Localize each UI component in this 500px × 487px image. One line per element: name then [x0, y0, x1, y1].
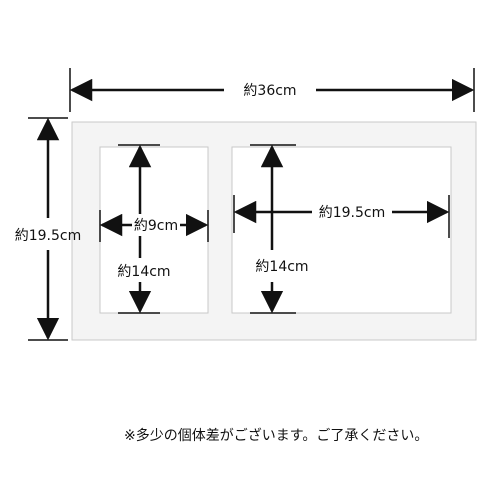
- right-window-width-dimension: 約19.5cm: [233, 195, 450, 238]
- individual-variation-note: ※多少の個体差がございます。ご了承ください。: [124, 428, 429, 444]
- left-window-width-label: 約9cm: [134, 218, 178, 234]
- left-window-height-label: 約14cm: [117, 264, 170, 280]
- mat-board: [71, 121, 477, 341]
- left-window-width-dimension: 約9cm: [99, 210, 209, 242]
- overall-height-label: 約19.5cm: [15, 228, 82, 244]
- overall-width-label: 約36cm: [243, 83, 296, 99]
- right-window-height-label: 約14cm: [255, 259, 308, 275]
- right-window-height-dimension: 約14cm: [250, 144, 309, 314]
- left-window-height-dimension: 約14cm: [117, 144, 171, 314]
- overall-width-dimension: 約36cm: [69, 68, 475, 112]
- right-window-width-label: 約19.5cm: [319, 205, 386, 221]
- right-window: [231, 146, 452, 314]
- overall-height-dimension: 約19.5cm: [15, 117, 82, 341]
